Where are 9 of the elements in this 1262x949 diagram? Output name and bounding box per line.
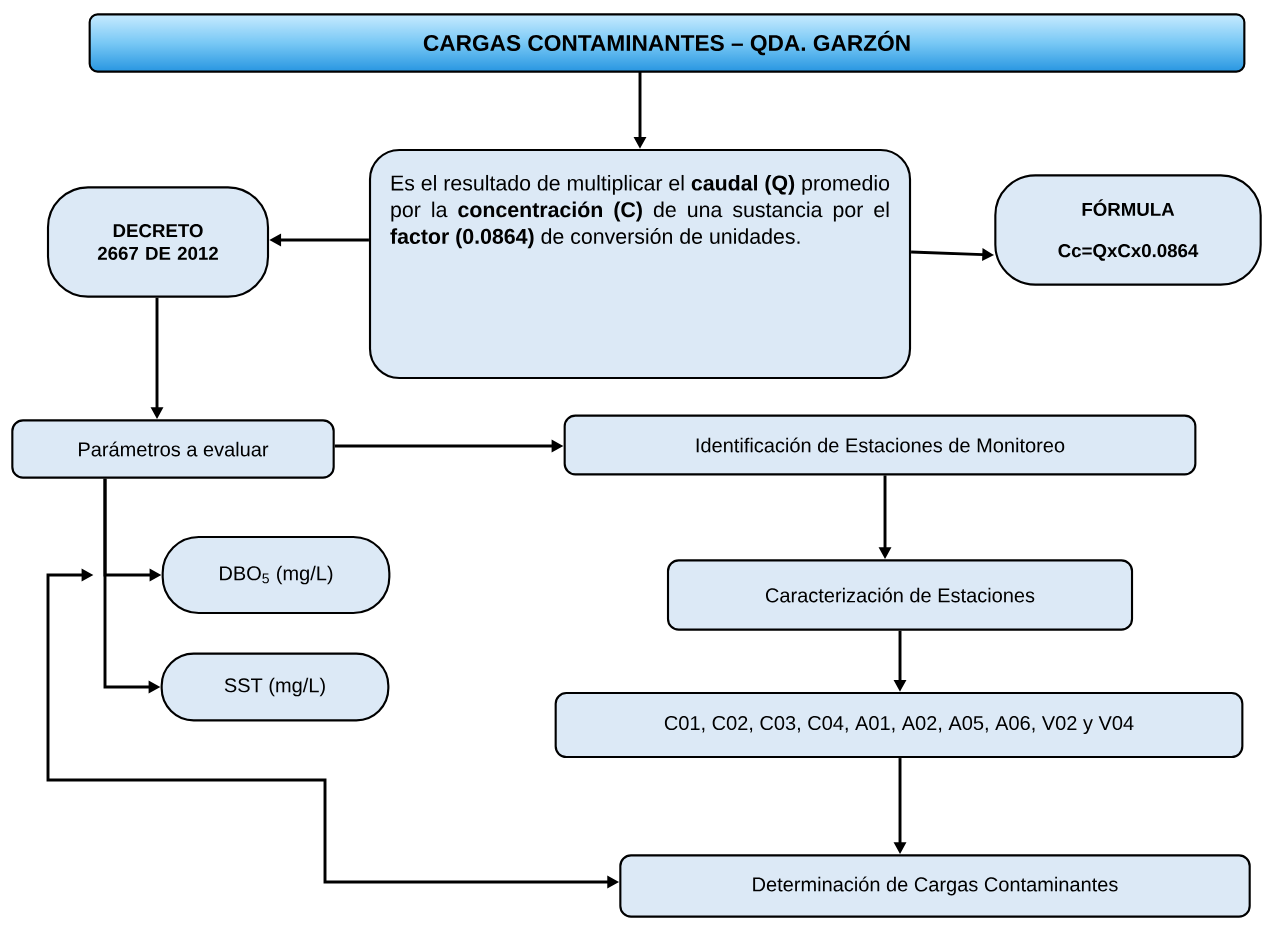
process-box: Identificación de Estaciones de Monitoreo	[563, 414, 1197, 476]
rounded-box: DECRETO 2667 DE 2012	[46, 186, 270, 298]
process-box: Determinación de Cargas Contaminantes	[619, 854, 1251, 918]
rounded-box: FÓRMULA Cc=QxCx0.0864	[994, 174, 1262, 286]
title-banner: CARGAS CONTAMINANTES – QDA. GARZÓN	[88, 13, 1246, 73]
process-box: C01, C02, C03, C04, A01, A02, A05, A06, V02 y V04	[554, 691, 1244, 759]
description-box: Es el resultado de multiplicar el caudal (Q) promedio por la concentración (C) de una sustancia por el factor (0.0864) de conversión de unidades.	[368, 148, 912, 380]
process-box: Parámetros a evaluar	[11, 419, 335, 479]
process-box: Caracterización de Estaciones	[666, 559, 1134, 631]
